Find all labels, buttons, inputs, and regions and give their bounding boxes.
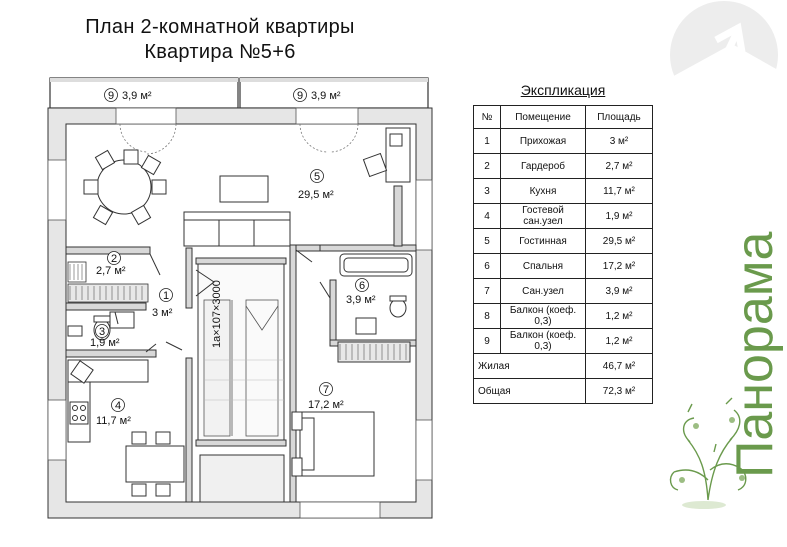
row-area: 1,2 м² — [585, 303, 653, 329]
dining-set — [83, 149, 167, 226]
room-label-1: 1 3 м² — [152, 288, 173, 319]
row-num: 1 — [473, 128, 501, 154]
desk-chair — [362, 127, 411, 183]
row-area: 2,7 м² — [585, 153, 653, 179]
kitchen-furniture — [67, 359, 185, 497]
svg-text:3,9 м²: 3,9 м² — [311, 90, 341, 102]
svg-text:9: 9 — [108, 90, 114, 102]
row-room: Балкон (коеф. 0,3) — [500, 303, 586, 329]
row-area: 1,2 м² — [585, 328, 653, 354]
wardrobe — [67, 261, 149, 303]
header-num: № — [473, 105, 501, 129]
explication-title: Экспликация — [520, 82, 606, 98]
header-room: Помещение — [500, 105, 586, 129]
svg-text:4: 4 — [115, 400, 121, 412]
row-area: 29,5 м² — [585, 228, 653, 254]
row-num: 9 — [473, 328, 501, 354]
brand-panel: Панорама — [669, 1, 784, 509]
row-room: Гардероб — [500, 153, 586, 179]
svg-text:3,9 м²: 3,9 м² — [122, 90, 152, 102]
row-room: Балкон (коеф. 0,3) — [500, 328, 586, 354]
sofa — [183, 211, 291, 247]
balcony-9 — [239, 77, 429, 109]
stair-shaft: 1а×107×3000 — [197, 263, 285, 441]
room-labels: 9 3,9 м² 9 3,9 м² 5 29,5 м² 2 2,7 м² 1 3… — [90, 88, 376, 427]
svg-text:1,9 м²: 1,9 м² — [90, 337, 120, 349]
floor-plan: 1а×107×3000 — [47, 77, 433, 519]
row-num: 2 — [473, 153, 501, 179]
row-room: Гостинная — [500, 228, 586, 254]
svg-text:2: 2 — [111, 253, 117, 265]
total-living-value: 46,7 м² — [585, 353, 653, 379]
room-label-7: 7 17,2 м² — [308, 382, 344, 411]
row-area: 3 м² — [585, 128, 653, 154]
row-num: 4 — [473, 203, 501, 229]
room-label-5: 5 29,5 м² — [298, 169, 334, 201]
row-num: 8 — [473, 303, 501, 329]
svg-text:2,7 м²: 2,7 м² — [96, 265, 126, 277]
interior-walls — [65, 185, 417, 503]
svg-text:17,2 м²: 17,2 м² — [308, 399, 344, 411]
room-label-3: 3 1,9 м² — [90, 324, 120, 349]
bed — [291, 411, 375, 477]
svg-text:5: 5 — [314, 171, 320, 183]
row-room: Кухня — [500, 178, 586, 204]
svg-text:11,7 м²: 11,7 м² — [96, 415, 131, 427]
row-area: 3,9 м² — [585, 278, 653, 304]
panorama-circle-logo-icon — [670, 1, 779, 129]
total-all-value: 72,3 м² — [585, 378, 653, 404]
total-all-label: Общая — [473, 378, 586, 404]
apartment-number: Квартира №5+6 — [144, 41, 296, 63]
svg-text:6: 6 — [359, 280, 365, 292]
total-all-row: Общая 72,3 м² — [473, 378, 653, 404]
svg-text:29,5 м²: 29,5 м² — [298, 189, 334, 201]
svg-text:1: 1 — [163, 290, 169, 302]
row-area: 1,9 м² — [585, 203, 653, 229]
svg-text:3 м²: 3 м² — [152, 307, 173, 319]
room-label-8: 9 3,9 м² — [104, 88, 152, 102]
row-room: Гостевой сан.узел — [500, 203, 586, 229]
vent-label: 1а×107×3000 — [211, 280, 223, 348]
room-label-2: 2 2,7 м² — [96, 251, 126, 277]
header-area: Площадь — [585, 105, 653, 129]
room-label-6: 6 3,9 м² — [346, 278, 376, 306]
balcony-door-swings — [119, 123, 359, 155]
bathroom-fixtures — [337, 253, 413, 363]
coffee-table — [219, 175, 269, 203]
svg-text:3,9 м²: 3,9 м² — [346, 294, 376, 306]
row-area: 11,7 м² — [585, 178, 653, 204]
row-room: Спальня — [500, 253, 586, 279]
interior-doors — [114, 249, 331, 353]
room-label-4: 4 11,7 м² — [96, 398, 131, 427]
row-room: Прихожая — [500, 128, 586, 154]
row-area: 17,2 м² — [585, 253, 653, 279]
row-num: 5 — [473, 228, 501, 254]
row-room: Сан.узел — [500, 278, 586, 304]
row-num: 3 — [473, 178, 501, 204]
svg-text:7: 7 — [323, 384, 329, 396]
total-living-label: Жилая — [473, 353, 586, 379]
table-header-row: № Помещение Площадь — [473, 105, 653, 129]
tree-illustration-icon — [669, 397, 747, 509]
svg-text:9: 9 — [297, 90, 303, 102]
row-num: 6 — [473, 253, 501, 279]
room-label-9: 9 3,9 м² — [293, 88, 341, 102]
row-num: 7 — [473, 278, 501, 304]
total-living-row: Жилая 46,7 м² — [473, 353, 653, 379]
plan-title: План 2-комнатной квартиры — [85, 16, 355, 38]
brand-name: Панорама — [726, 231, 784, 478]
svg-text:3: 3 — [99, 326, 105, 338]
balcony-8 — [49, 77, 239, 109]
exterior-walls — [47, 107, 433, 519]
